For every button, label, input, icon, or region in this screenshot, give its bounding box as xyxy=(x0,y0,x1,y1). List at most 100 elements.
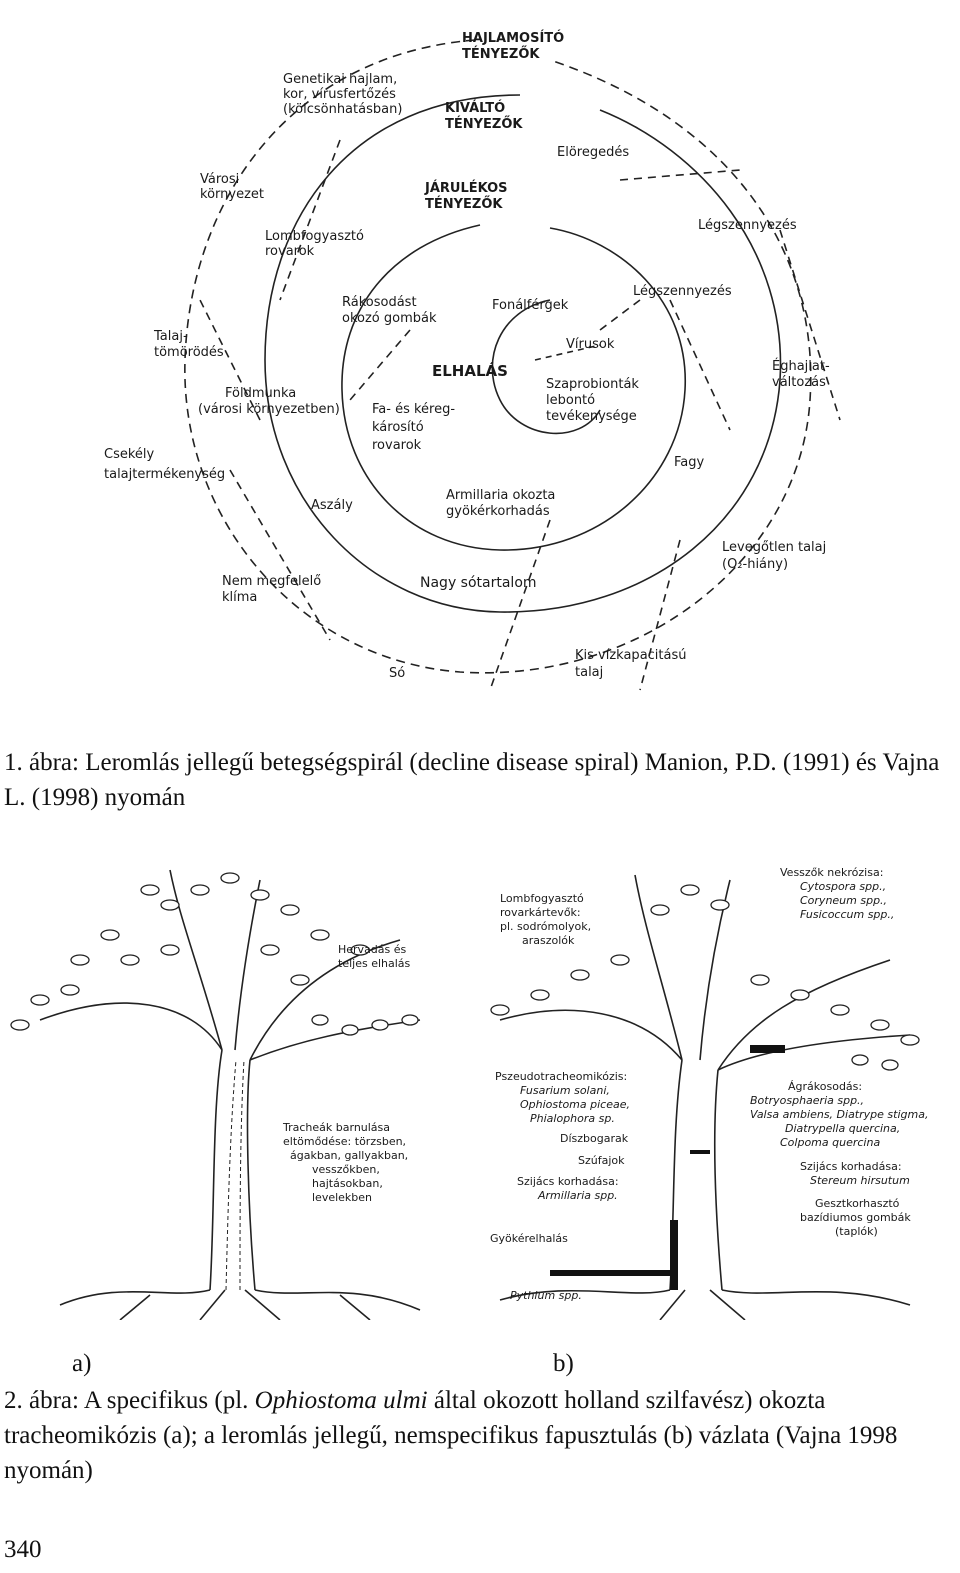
label-varosi-1: Városi xyxy=(200,172,239,187)
label-eloregedes: Elöregedés xyxy=(557,145,629,160)
tree-a-figure: Hervadás és teljes elhalás Tracheák barn… xyxy=(10,869,421,1320)
label-pszeudo-sp-1: Fusarium solani, xyxy=(520,1084,610,1097)
figure2-caption: 2. ábra: A specifikus (pl. Ophiostoma ul… xyxy=(4,1383,956,1488)
label-szijacs-korh: Szijács korhadása: xyxy=(800,1160,902,1173)
label-pszeudo-sp-2: Ophiostoma piceae, xyxy=(520,1098,630,1111)
label-eghajlat-1: Éghajlat- xyxy=(772,358,830,374)
label-stereum: Stereum hirsutum xyxy=(810,1174,910,1187)
label-csekely-1: Csekély xyxy=(104,447,155,462)
label-levegotlen-2: (O₂-hiány) xyxy=(722,557,788,572)
label-lombfogyaszto-b-2: rovarkártevők: xyxy=(500,906,581,919)
label-trachea-2: eltömődése: törzsben, xyxy=(283,1135,406,1148)
label-trachea-3: ágakban, gallyakban, xyxy=(290,1149,408,1162)
figure1-caption: 1. ábra: Leromlás jellegű betegségspirál… xyxy=(4,749,940,811)
label-kis-viz-2: talaj xyxy=(575,665,603,680)
label-vesszok: Vesszők nekrózisa: xyxy=(780,866,883,879)
label-szaprobiontak-3: tevékenysége xyxy=(546,409,637,424)
label-gyokerelhalas: Gyökérelhalás xyxy=(490,1232,568,1245)
figure2-caption-species: Ophiostoma ulmi xyxy=(254,1387,428,1414)
label-hervadas-2: teljes elhalás xyxy=(338,957,411,970)
label-trachea-6: levelekben xyxy=(312,1191,372,1204)
predisposing-title: HAJLAMOSÍTÓ xyxy=(462,30,564,46)
label-agrakosodas: Ágrákosodás: xyxy=(788,1080,862,1093)
label-vesszok-sp-2: Coryneum spp., xyxy=(800,894,887,907)
label-lombfogyaszto-2: rovarok xyxy=(265,244,315,259)
label-foldmunka-2: (városi környezetben) xyxy=(198,402,340,417)
label-fonalfergek: Fonálférgek xyxy=(492,298,569,313)
label-fa-kereg-1: Fa- és kéreg- xyxy=(372,402,455,417)
label-lombfogyaszto-b-3: pl. sodrómolyok, xyxy=(500,920,591,933)
label-vesszok-sp-1: Cytospora spp., xyxy=(800,880,886,893)
label-armillaria-2: gyökérkorhadás xyxy=(446,504,550,519)
label-nem-megfelelo-1: Nem megfelelő xyxy=(222,574,321,589)
label-virusok: Vírusok xyxy=(566,337,615,352)
label-szaprobiontak-1: Szaprobionták xyxy=(546,377,639,392)
label-varosi-2: környezet xyxy=(200,187,264,202)
label-kis-viz-1: Kis vízkapacitású xyxy=(575,648,687,663)
label-geszt-3: (taplók) xyxy=(835,1225,878,1238)
label-genetikai-3: (kölcsönhatásban) xyxy=(283,102,402,117)
label-rakosodast-1: Rákosodást xyxy=(342,295,417,310)
tree-a-leaves xyxy=(10,872,419,1036)
label-talaj-1: Talaj- xyxy=(153,329,188,344)
tree-b-labels: Lombfogyasztó rovarkártevők: pl. sodrómo… xyxy=(490,866,928,1302)
label-geszt-2: bazídiumos gombák xyxy=(800,1211,911,1224)
inciting-title-2: TÉNYEZŐK xyxy=(445,116,523,132)
label-legszennyezes-inner: Légszennyezés xyxy=(633,284,732,299)
label-rakosodast-2: okozó gombák xyxy=(342,311,437,326)
label-pythium: Pythium spp. xyxy=(510,1289,582,1302)
label-trachea-1: Tracheák barnulása xyxy=(282,1121,390,1134)
label-hervadas-1: Hervadás és xyxy=(338,943,407,956)
label-nem-megfelelo-2: klíma xyxy=(222,590,257,605)
label-vesszok-sp-3: Fusicoccum spp., xyxy=(800,908,894,921)
label-fa-kereg-3: rovarok xyxy=(372,438,422,453)
center-label: ELHALÁS xyxy=(432,361,508,380)
label-agrak-sp-2: Valsa ambiens, Diatrype stigma, xyxy=(750,1108,928,1121)
tree-b-leaves xyxy=(490,884,920,1071)
label-szufajok: Szúfajok xyxy=(578,1154,625,1167)
tree-a-labels: Hervadás és teljes elhalás Tracheák barn… xyxy=(282,943,411,1204)
spiral-labels: HAJLAMOSÍTÓ TÉNYEZŐK KIVÁLTÓ TÉNYEZŐK JÁ… xyxy=(104,30,830,681)
predisposing-title-2: TÉNYEZŐK xyxy=(462,46,540,62)
label-talaj-2: tömörödés xyxy=(154,345,224,360)
label-armillaria-1: Armillaria okozta xyxy=(446,488,555,503)
label-agrak-sp-1: Botryosphaeria spp., xyxy=(750,1094,864,1107)
label-aszaly: Aszály xyxy=(311,498,353,513)
figure2-caption-after: által okozott holland szilfavész) okozta… xyxy=(4,1387,898,1484)
label-szijacs-gyoker: Szijács korhadása: xyxy=(517,1175,619,1188)
label-armillaria-spp: Armillaria spp. xyxy=(537,1189,618,1202)
label-eghajlat-2: változás xyxy=(772,375,826,390)
label-nagy-so: Nagy sótartalom xyxy=(420,575,537,591)
label-a: a) xyxy=(72,1350,92,1377)
label-agrak-sp-4: Colpoma quercina xyxy=(780,1136,880,1149)
label-diszbogarak: Díszbogarak xyxy=(560,1132,629,1145)
label-trachea-4: vesszőkben, xyxy=(312,1163,380,1176)
label-levegotlen-1: Levegőtlen talaj xyxy=(722,540,826,555)
label-so: Só xyxy=(389,666,405,681)
label-fagy: Fagy xyxy=(674,455,705,470)
contributing-title: JÁRULÉKOS xyxy=(424,180,508,196)
label-genetikai-2: kor, vírusfertőzés xyxy=(283,87,396,102)
label-trachea-5: hajtásokban, xyxy=(312,1177,383,1190)
page-number: 340 xyxy=(4,1536,42,1563)
label-lombfogyaszto-1: Lombfogyasztó xyxy=(265,229,364,244)
contributing-title-2: TÉNYEZŐK xyxy=(425,196,503,212)
label-genetikai-1: Genetikai hajlam, xyxy=(283,72,397,87)
tree-b-damage xyxy=(550,1045,785,1290)
label-csekely-2: talajtermékenység xyxy=(104,467,225,482)
inciting-title: KIVÁLTÓ xyxy=(445,100,505,116)
tree-b-drawing xyxy=(499,874,911,1320)
label-szaprobiontak-2: lebontó xyxy=(546,393,595,408)
label-b: b) xyxy=(553,1350,574,1377)
figure2-caption-before: 2. ábra: A specifikus (pl. xyxy=(4,1387,255,1414)
label-agrak-sp-3: Diatrypella quercina, xyxy=(785,1122,900,1135)
label-foldmunka-1: Földmunka xyxy=(225,386,296,401)
decline-spiral-figure: HAJLAMOSÍTÓ TÉNYEZŐK KIVÁLTÓ TÉNYEZŐK JÁ… xyxy=(104,30,841,691)
tree-a-drawing xyxy=(39,869,421,1320)
label-fa-kereg-2: károsító xyxy=(372,420,424,435)
label-lombfogyaszto-b-4: araszolók xyxy=(522,934,575,947)
label-pszeudo: Pszeudotracheomikózis: xyxy=(495,1070,627,1083)
spiral-lines xyxy=(184,39,841,691)
tree-b-figure: Lombfogyasztó rovarkártevők: pl. sodrómo… xyxy=(490,866,928,1320)
label-pszeudo-sp-3: Phialophora sp. xyxy=(530,1112,615,1125)
